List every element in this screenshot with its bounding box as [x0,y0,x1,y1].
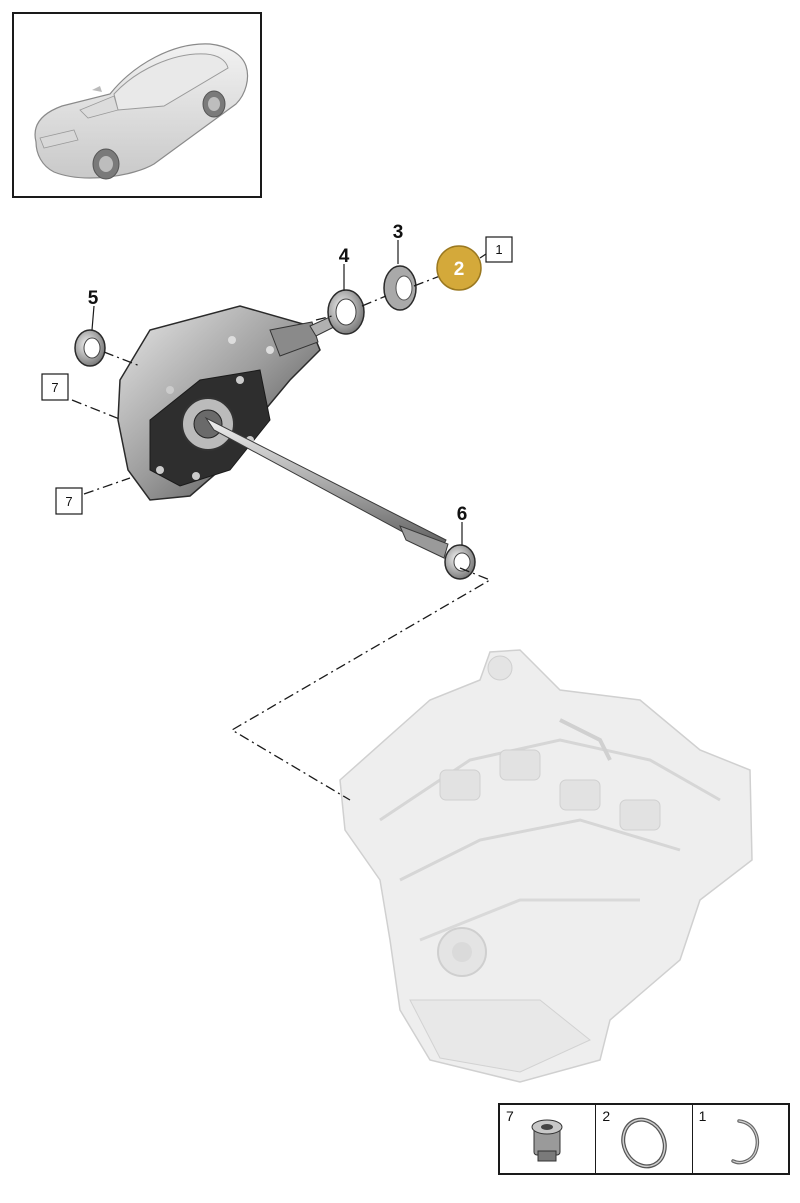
engine-block [339,649,753,1083]
vehicle-thumbnail-frame [12,12,262,198]
callout-4: 4 [339,246,350,267]
bolt-plug-icon [531,1119,563,1162]
legend-number: 1 [698,1108,707,1124]
callout-leaders [91,240,487,545]
boxed-label-1-frame [485,236,513,263]
o-ring-icon [621,1117,668,1169]
boxed-label-7-upper-frame [41,373,69,401]
shaft-seal-5 [74,329,106,367]
boxed-label-1: 1 [495,242,502,257]
legend-number: 7 [506,1108,514,1124]
shim-ring-3 [383,265,417,311]
boxed-label-7-lower: 7 [65,494,72,509]
leader-lines [71,275,492,801]
legend-number: 2 [602,1108,611,1124]
highlight-callout-circle[interactable] [436,245,482,291]
legend-cell-1[interactable]: 1 [693,1105,788,1173]
circlip-icon [730,1119,759,1165]
boxed-label-7-upper: 7 [51,380,58,395]
vehicle-thumbnail-icon [34,43,249,180]
callout-2: 2 [454,259,465,280]
callout-3: 3 [393,222,404,243]
shaft-seal-6 [444,544,476,580]
parts-legend: 7 2 1 [498,1103,790,1175]
shaft-seal-4 [327,289,365,335]
boxed-label-7-lower-frame [55,487,83,515]
callout-5: 5 [88,288,99,309]
legend-cell-2[interactable]: 2 [596,1105,693,1173]
output-shaft [204,416,449,559]
legend-cell-7[interactable]: 7 [500,1105,597,1173]
transfer-case-housing [117,305,321,501]
callout-6: 6 [457,504,468,525]
